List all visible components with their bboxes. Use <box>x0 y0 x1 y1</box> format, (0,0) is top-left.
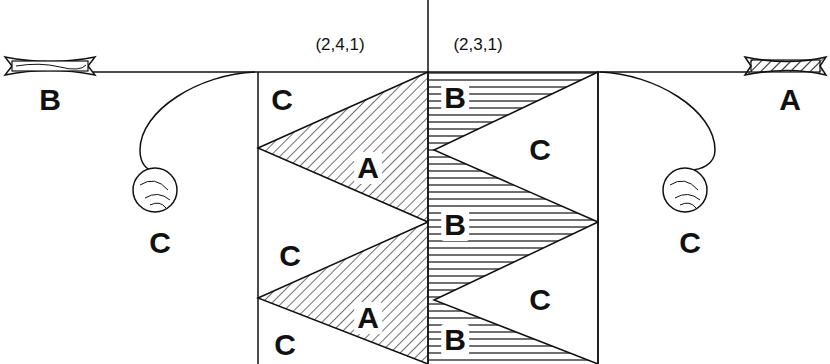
thread-count: (2,4,1) <box>315 36 364 53</box>
color-letter: A <box>354 152 382 184</box>
color-letter: B <box>441 82 469 114</box>
color-letter: B <box>441 324 469 356</box>
plain-triangle <box>434 72 598 222</box>
striped-ground <box>428 72 598 364</box>
hatched-triangle <box>258 222 428 364</box>
color-letter: B <box>36 84 64 116</box>
hatched-triangle <box>258 72 428 222</box>
color-letter: B <box>441 209 469 241</box>
yarn-ball <box>133 72 255 212</box>
yarn-ball <box>600 72 715 212</box>
color-letter: A <box>354 302 382 334</box>
thread-count: (2,3,1) <box>453 36 502 53</box>
color-letter: A <box>776 84 804 116</box>
color-letter: C <box>676 227 704 259</box>
color-letter: C <box>526 284 554 316</box>
color-letter: C <box>268 84 296 116</box>
bobbin <box>5 57 95 75</box>
plain-triangle <box>434 222 598 364</box>
color-letter: C <box>526 134 554 166</box>
bobbin <box>745 57 826 75</box>
color-letter: C <box>276 240 304 272</box>
color-letter: C <box>271 329 299 361</box>
color-letter: C <box>146 227 174 259</box>
